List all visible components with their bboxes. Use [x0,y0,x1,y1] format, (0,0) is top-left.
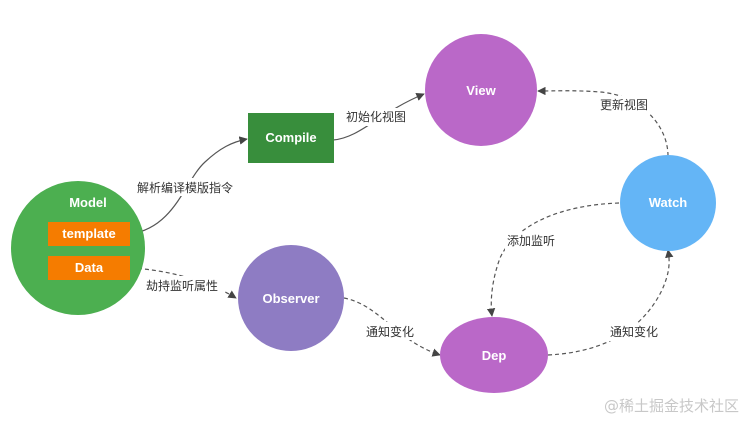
template-label: template [62,226,115,241]
node-watch: Watch [620,155,716,251]
node-model: Model [11,181,145,315]
node-view: View [425,34,537,146]
view-label: View [466,83,496,98]
edge-label-watch-view: 更新视图 [600,97,648,112]
edge-label-observer-dep: 通知变化 [366,324,414,339]
edge-label-data-observer: 劫持监听属性 [146,278,218,293]
edge-label-compile-view: 初始化视图 [346,109,406,124]
compile-box [248,113,334,163]
watch-label: Watch [649,195,688,210]
node-template: template [48,222,130,246]
dep-label: Dep [482,348,507,363]
edge-label-template-compile: 解析编译模版指令 [137,180,233,195]
dep-ellipse [440,317,548,393]
watermark: @稀土掘金技术社区 [603,397,739,415]
data-label: Data [75,260,104,275]
edge-label-watch-dep: 添加监听 [507,234,555,248]
edge-watch-dep [486,202,620,317]
node-data: Data [48,256,130,280]
data-box [48,256,130,280]
edge-watch-view [537,86,669,157]
edge-template-compile [129,136,248,235]
node-observer: Observer [238,245,344,351]
model-circle [11,181,145,315]
node-dep: Dep [440,317,548,393]
model-label: Model [69,195,107,210]
node-compile: Compile [248,113,334,163]
view-circle [425,34,537,146]
edge-label-dep-watch: 通知变化 [610,324,658,339]
template-box [48,222,130,246]
watch-circle [620,155,716,251]
observer-circle [238,245,344,351]
compile-label: Compile [265,130,316,145]
observer-label: Observer [262,291,319,306]
